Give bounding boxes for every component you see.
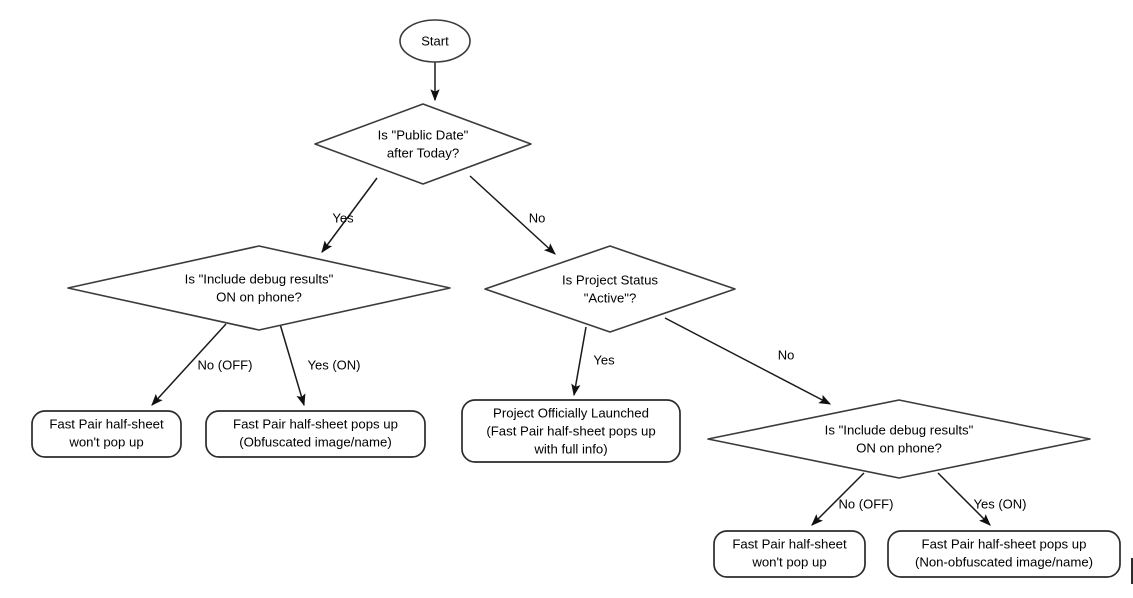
edge-label-project-status-no: No <box>778 347 795 362</box>
node-terminal-project-launched-line1: Project Officially Launched <box>493 405 649 420</box>
node-decision-debug-left-line1: Is "Include debug results" <box>185 271 334 286</box>
node-terminal-left-on-line1: Fast Pair half-sheet pops up <box>233 416 398 431</box>
edge-debug-left-off <box>151 323 227 406</box>
node-decision-project-status-line1: Is Project Status <box>562 272 658 287</box>
node-start-label: Start <box>421 33 449 48</box>
edge-label-debug-left-off: No (OFF) <box>198 357 253 372</box>
page-edge-tick <box>1131 558 1133 584</box>
node-decision-public-date-line1: Is "Public Date" <box>378 127 469 142</box>
node-terminal-right-on-line1: Fast Pair half-sheet pops up <box>922 536 1087 551</box>
edge-debug-left-on <box>279 323 306 407</box>
edge-label-debug-right-on: Yes (ON) <box>974 496 1027 511</box>
edge-label-debug-left-on: Yes (ON) <box>308 357 361 372</box>
node-terminal-left-on[interactable]: Fast Pair half-sheet pops up (Obfuscated… <box>205 410 426 458</box>
node-start[interactable]: Start <box>399 19 471 63</box>
node-terminal-project-launched-line2: (Fast Pair half-sheet pops up <box>486 423 655 438</box>
node-terminal-left-off[interactable]: Fast Pair half-sheet won't pop up <box>31 410 182 458</box>
edge-label-project-status-yes: Yes <box>593 352 615 367</box>
edge-project-status-yes <box>571 326 587 397</box>
edge-label-public-date-no: No <box>529 210 546 225</box>
node-terminal-project-launched-line3: with full info) <box>533 441 607 456</box>
node-terminal-left-off-line1: Fast Pair half-sheet <box>49 416 164 431</box>
node-decision-public-date-line2: after Today? <box>387 145 459 160</box>
node-terminal-left-on-line2: (Obfuscated image/name) <box>239 434 391 449</box>
node-decision-debug-left[interactable]: Is "Include debug results" ON on phone? <box>67 245 451 331</box>
node-decision-debug-right-line2: ON on phone? <box>856 440 942 455</box>
node-decision-public-date[interactable]: Is "Public Date" after Today? <box>314 103 532 185</box>
node-terminal-right-off-line2: won't pop up <box>751 554 826 569</box>
node-decision-debug-left-line2: ON on phone? <box>216 289 302 304</box>
node-terminal-right-on[interactable]: Fast Pair half-sheet pops up (Non-obfusc… <box>887 530 1121 578</box>
node-terminal-right-on-line2: (Non-obfuscated image/name) <box>915 554 1093 569</box>
edge-debug-right-off <box>811 472 865 526</box>
node-decision-project-status-line2: "Active"? <box>584 290 637 305</box>
node-terminal-left-off-line2: won't pop up <box>68 434 143 449</box>
node-terminal-right-off[interactable]: Fast Pair half-sheet won't pop up <box>713 530 866 578</box>
edge-project-status-no <box>664 317 832 405</box>
node-decision-project-status[interactable]: Is Project Status "Active"? <box>484 245 736 333</box>
edge-label-public-date-yes: Yes <box>332 210 354 225</box>
edge-label-debug-right-off: No (OFF) <box>839 496 894 511</box>
edge-debug-right-on <box>937 472 991 526</box>
node-decision-debug-right-line1: Is "Include debug results" <box>825 422 974 437</box>
node-terminal-right-off-line1: Fast Pair half-sheet <box>732 536 847 551</box>
node-terminal-project-launched[interactable]: Project Officially Launched (Fast Pair h… <box>461 399 681 463</box>
edge-public-date-yes <box>321 177 378 253</box>
edge-public-date-no <box>469 175 556 255</box>
node-decision-debug-right[interactable]: Is "Include debug results" ON on phone? <box>707 399 1091 479</box>
